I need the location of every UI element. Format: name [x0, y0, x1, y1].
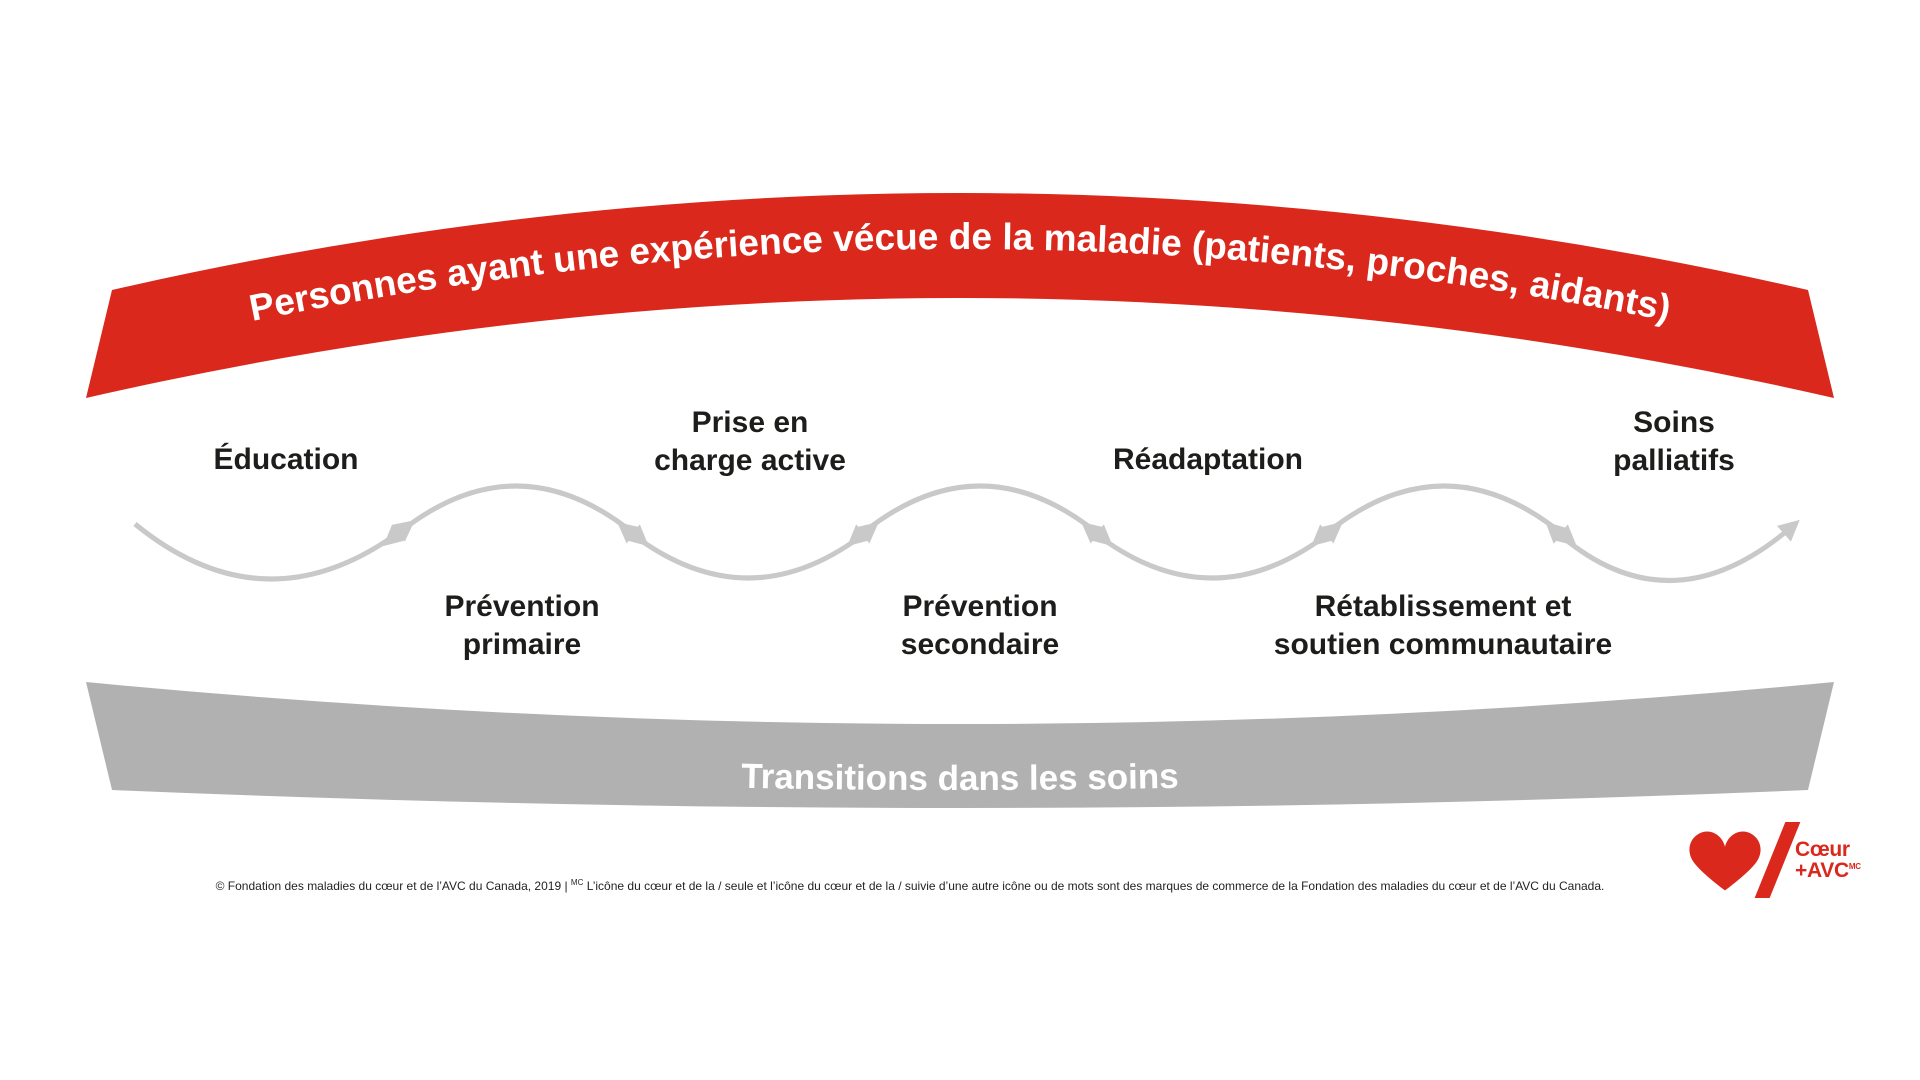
copyright-prefix: © Fondation des maladies du cœur et de l… — [215, 879, 571, 893]
trademark-mark: MC — [570, 878, 584, 887]
wave-arrow-segment — [1311, 483, 1577, 547]
stage-label-prise-en-charge-active: Prise en charge active — [654, 406, 846, 477]
bottom-arc-band — [86, 682, 1834, 808]
care-journey-wave-arrows — [133, 483, 1800, 583]
stage-label-prevention-secondaire: Prévention secondaire — [900, 590, 1060, 661]
heart-icon — [1689, 831, 1761, 891]
stage-label-soins-palliatifs: Soins palliatifs — [1613, 406, 1735, 477]
logo-trademark: MC — [1848, 862, 1861, 871]
wave-arrow-segment — [847, 483, 1113, 547]
top-arc-band — [86, 193, 1834, 398]
copyright-rest: L’icône du cœur et de la / seule et l’ic… — [583, 879, 1605, 893]
stage-label-education: Éducation — [213, 443, 359, 476]
stage-label-readaptation: Réadaptation — [1112, 443, 1304, 476]
wave-arrow-segment — [617, 521, 879, 581]
wave-arrow-segment — [1081, 521, 1343, 581]
stage-label-retablissement-soutien: Rétablissement et soutien communautaire — [1273, 590, 1613, 661]
heart-and-stroke-logo: Cœur +AVCMC — [1686, 820, 1861, 900]
logo-wordmark: Cœur +AVCMC — [1795, 837, 1861, 882]
wave-arrow-segment — [133, 520, 415, 582]
copyright-text: © Fondation des maladies du cœur et de l… — [0, 878, 1820, 893]
logo-wordmark-line2: +AVCMC — [1795, 859, 1861, 882]
bottom-arc-band-label: Transitions dans les soins — [741, 757, 1179, 798]
stage-label-prevention-primaire: Prévention primaire — [444, 590, 600, 661]
logo-wordmark-line1: Cœur — [1795, 837, 1850, 861]
wave-arrow-segment — [383, 483, 649, 547]
wave-arrow-segment — [1545, 519, 1800, 583]
